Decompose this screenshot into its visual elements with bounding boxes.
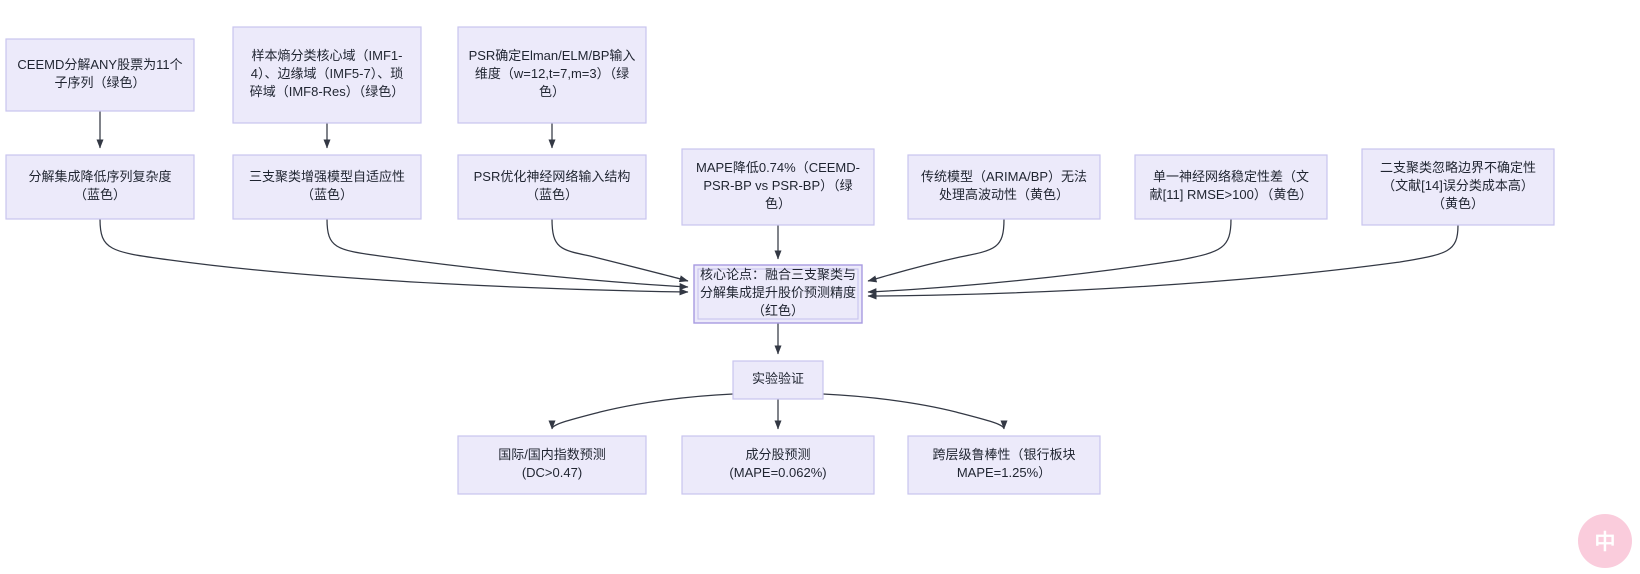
node-label: 二支聚类忽略边界不确定性（文献[14]误分类成本高）（黄色） xyxy=(1380,160,1536,211)
node-reduce-complexity[interactable]: 分解集成降低序列复杂度（蓝色） xyxy=(5,154,195,220)
node-label: 国际/国内指数预测(DC>0.47) xyxy=(498,447,606,480)
node-box xyxy=(457,435,647,495)
node-label: PSR优化神经网络输入结构（蓝色） xyxy=(474,169,631,202)
edge-n11-n12 xyxy=(548,393,734,430)
node-box xyxy=(681,435,875,495)
node-mape-reduction[interactable]: MAPE降低0.74%（CEEMD-PSR-BP vs PSR-BP）（绿色） xyxy=(681,148,875,226)
node-label: MAPE降低0.74%（CEEMD-PSR-BP vs PSR-BP）（绿色） xyxy=(696,160,860,211)
node-label: 成分股预测(MAPE=0.062%) xyxy=(729,447,826,480)
node-box xyxy=(232,154,422,220)
node-constituent-stock-forecast[interactable]: 成分股预测(MAPE=0.062%) xyxy=(681,435,875,495)
edge-n4-core xyxy=(99,218,689,296)
node-label: 传统模型（ARIMA/BP）无法处理高波动性（黄色） xyxy=(921,169,1087,202)
edge-n10-core xyxy=(867,224,1459,300)
node-traditional-model-limit[interactable]: 传统模型（ARIMA/BP）无法处理高波动性（黄色） xyxy=(907,154,1101,220)
core-node-inner-border xyxy=(697,268,859,320)
node-box xyxy=(232,26,422,124)
node-psr-optimize-structure[interactable]: PSR优化神经网络输入结构（蓝色） xyxy=(457,154,647,220)
node-ceemd-decompose[interactable]: CEEMD分解ANY股票为11个子序列（绿色） xyxy=(5,38,195,112)
node-label: PSR确定Elman/ELM/BP输入维度（w=12,t=7,m=3）（绿色） xyxy=(469,48,636,99)
node-sample-entropy-classify[interactable]: 样本熵分类核心域（IMF1-4）、边缘域（IMF5-7）、琐碎域（IMF8-Re… xyxy=(232,26,422,124)
edge-n9-core xyxy=(867,218,1232,296)
node-psr-input-dimension[interactable]: PSR确定Elman/ELM/BP输入维度（w=12,t=7,m=3）（绿色） xyxy=(457,26,647,124)
node-box xyxy=(681,148,875,226)
node-single-nn-instability[interactable]: 单一神经网络稳定性差（文献[11] RMSE>100）（黄色） xyxy=(1134,154,1328,220)
node-experimental-validation[interactable]: 实验验证 xyxy=(732,360,824,400)
node-box xyxy=(1134,154,1328,220)
node-layer: CEEMD分解ANY股票为11个子序列（绿色） 样本熵分类核心域（IMF1-4）、… xyxy=(5,26,1555,495)
node-label: 实验验证 xyxy=(752,371,804,386)
node-label: CEEMD分解ANY股票为11个子序列（绿色） xyxy=(17,57,182,90)
edge-n11-n14 xyxy=(822,393,1008,430)
node-label: 单一神经网络稳定性差（文献[11] RMSE>100）（黄色） xyxy=(1150,169,1313,202)
node-box xyxy=(732,360,824,400)
node-box xyxy=(1361,148,1555,226)
node-index-forecast[interactable]: 国际/国内指数预测(DC>0.47) xyxy=(457,435,647,495)
node-box xyxy=(457,154,647,220)
node-label: 样本熵分类核心域（IMF1-4）、边缘域（IMF5-7）、琐碎域（IMF8-Re… xyxy=(250,48,405,99)
node-box xyxy=(907,154,1101,220)
node-box xyxy=(907,435,1101,495)
edge-n8-core xyxy=(867,218,1005,283)
node-label: 核心论点：融合三支聚类与分解集成提升股价预测精度（红色） xyxy=(700,267,856,318)
edge-n6-core xyxy=(551,218,689,283)
edge-layer xyxy=(96,111,1459,430)
node-box xyxy=(5,154,195,220)
edge-n5-core xyxy=(326,218,689,291)
node-two-way-clustering-boundary[interactable]: 二支聚类忽略边界不确定性（文献[14]误分类成本高）（黄色） xyxy=(1361,148,1555,226)
node-core-claim[interactable]: 核心论点：融合三支聚类与分解集成提升股价预测精度（红色） xyxy=(693,264,863,324)
node-label: 分解集成降低序列复杂度（蓝色） xyxy=(28,169,171,202)
node-label: 三支聚类增强模型自适应性（蓝色） xyxy=(249,169,405,202)
node-box xyxy=(457,26,647,124)
node-box xyxy=(5,38,195,112)
node-three-way-clustering-adaptive[interactable]: 三支聚类增强模型自适应性（蓝色） xyxy=(232,154,422,220)
